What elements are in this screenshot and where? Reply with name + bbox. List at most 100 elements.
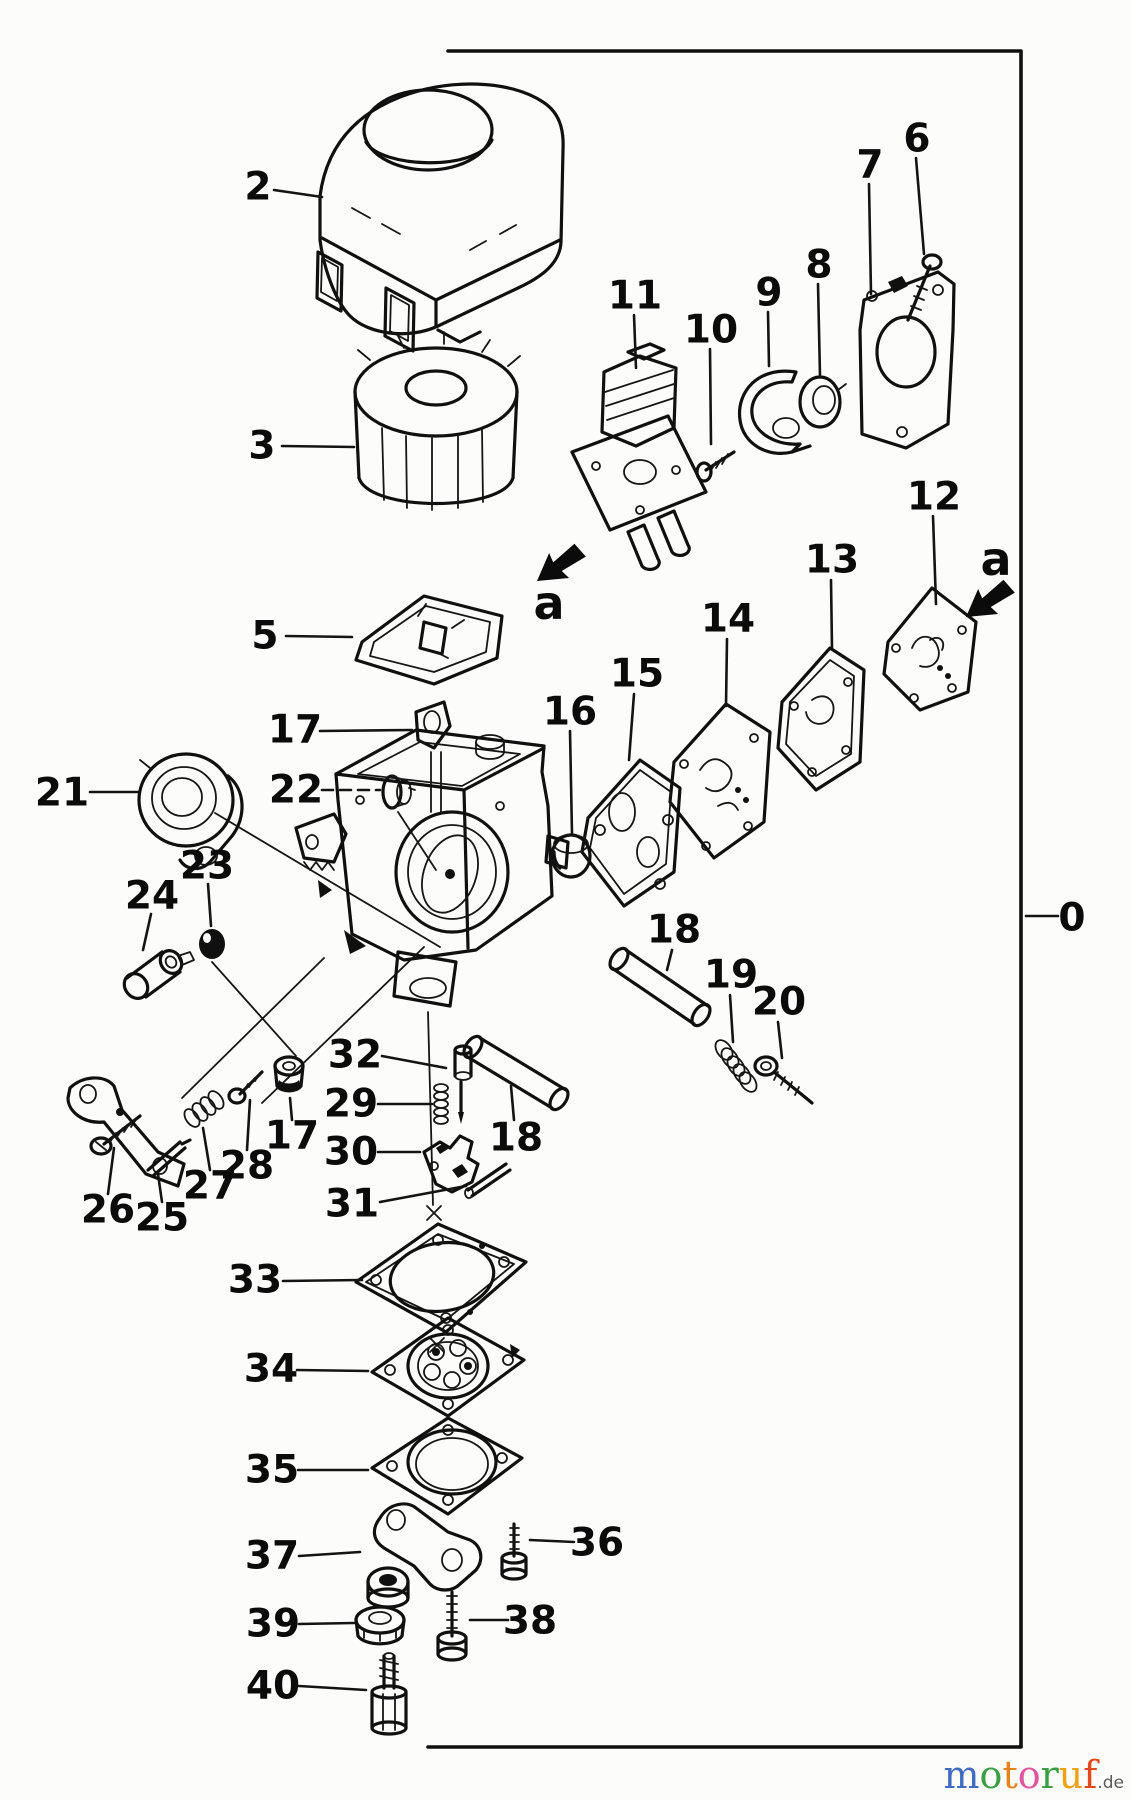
- part-24-inlet-fitting: [122, 949, 195, 1000]
- callout-21: 21: [35, 771, 89, 816]
- part-40-pivot-bolt: [370, 1652, 408, 1736]
- part-23-ball-plug: [199, 929, 225, 959]
- part-9-bracket-clip: [737, 369, 812, 455]
- leader-16: [568, 729, 574, 836]
- callout-5: 5: [251, 614, 278, 659]
- part-8-pump-cup: [798, 375, 847, 429]
- callout-37: 37: [245, 1534, 299, 1579]
- callout-39: 39: [246, 1602, 300, 1647]
- callout-38: 38: [503, 1599, 557, 1644]
- callout-18b: 18: [489, 1116, 543, 1161]
- leader-11: [632, 313, 638, 370]
- callout-14: 14: [701, 597, 755, 642]
- leader-32: [380, 1054, 448, 1070]
- callout-35: 35: [245, 1448, 299, 1493]
- leader-40: [297, 1684, 368, 1692]
- watermark-letter: o: [1017, 1753, 1041, 1797]
- part-20-idle-screw: [753, 1055, 814, 1105]
- watermark-letter: u: [1058, 1753, 1084, 1797]
- leader-12: [931, 514, 938, 606]
- part-12-diaphragm: [882, 586, 978, 712]
- watermark-letter: m: [943, 1753, 980, 1797]
- leader-27: [201, 1126, 212, 1172]
- leader-17b: [288, 1096, 294, 1122]
- part-21-intake-flange: [137, 752, 244, 871]
- leader-36: [528, 1538, 576, 1544]
- callout-28: 28: [220, 1144, 274, 1189]
- callout-25: 25: [135, 1196, 189, 1241]
- part-18-fuel-pipe-left: [462, 1034, 570, 1112]
- callout-29: 29: [324, 1082, 378, 1127]
- watermark-letter: t: [1002, 1753, 1018, 1797]
- part-36-screw: [500, 1522, 528, 1581]
- callout-8: 8: [805, 243, 832, 288]
- leader-18b: [509, 1084, 516, 1122]
- leader-25: [156, 1172, 164, 1204]
- leader-14: [724, 637, 729, 708]
- part-11-fuel-pump-body: [570, 342, 708, 572]
- callout-10: 10: [684, 308, 738, 353]
- callout-2: 2: [244, 165, 271, 210]
- leader-8: [816, 282, 822, 378]
- watermark-letter: r: [1040, 1753, 1059, 1797]
- callout-13: 13: [805, 538, 859, 583]
- part-13-pump-plate: [776, 646, 866, 792]
- callout-40: 40: [246, 1664, 300, 1709]
- callout-15: 15: [610, 652, 664, 697]
- leader-39: [297, 1621, 356, 1626]
- callout-31: 31: [325, 1182, 379, 1227]
- leader-15: [627, 692, 636, 762]
- part-31-lever-pin: [464, 1162, 512, 1199]
- callout-30: 30: [324, 1130, 378, 1175]
- callout-34: 34: [244, 1347, 298, 1392]
- callout-36: 36: [570, 1521, 624, 1566]
- direction-arrow-a2: [966, 579, 1015, 617]
- leader-3: [280, 444, 356, 449]
- callout-23: 23: [180, 844, 234, 889]
- part-18-fuel-pipe-right: [608, 946, 712, 1028]
- part-39-nut: [354, 1605, 406, 1646]
- part-19-spring: [714, 1039, 758, 1093]
- callout-17a: 17: [268, 708, 322, 753]
- part-29-needle-spring: [433, 1080, 464, 1125]
- part-26-bolt: [89, 1114, 142, 1156]
- leader-37: [297, 1550, 362, 1558]
- part-28-screw: [227, 1070, 264, 1105]
- part-2-air-cleaner-cover: [315, 82, 565, 353]
- watermark-logo: motoruf.de: [944, 1756, 1125, 1794]
- part-33-pump-gasket: [354, 1222, 528, 1334]
- part-32-nozzle: [453, 1044, 473, 1081]
- leader-13: [829, 578, 834, 650]
- part-3-filter-element: [353, 331, 521, 511]
- callout-32: 32: [328, 1033, 382, 1078]
- callout-16: 16: [543, 690, 597, 735]
- watermark-suffix: .de: [1097, 1773, 1124, 1793]
- part-7-metering-plate: [858, 270, 956, 450]
- part-5-plate-gasket: [354, 594, 504, 686]
- part-14-metering-diaphragm: [668, 702, 772, 860]
- carburetor-body: [294, 728, 570, 1008]
- part-27-spring: [183, 1090, 225, 1128]
- leader-18a: [665, 948, 674, 972]
- leader-9: [766, 310, 771, 368]
- direction-label-a1: a: [533, 576, 564, 630]
- direction-label-a2: a: [980, 532, 1011, 586]
- callout-26: 26: [81, 1188, 135, 1233]
- leader-20: [776, 1020, 784, 1060]
- callout-0: 0: [1058, 896, 1085, 941]
- leader-19: [728, 993, 735, 1044]
- border-frame: [426, 49, 1023, 1749]
- part-17-clamp: [414, 700, 452, 813]
- part-35-pump-cover: [370, 1416, 524, 1516]
- callout-27: 27: [183, 1164, 237, 1209]
- callout-20: 20: [752, 980, 806, 1025]
- callout-19: 19: [704, 953, 758, 998]
- leader-2: [272, 188, 324, 199]
- leader-23: [206, 882, 213, 928]
- leader-31: [378, 1184, 468, 1204]
- part-15-metering-gasket: [580, 758, 682, 908]
- callout-11: 11: [608, 274, 662, 319]
- watermark-letter: f: [1083, 1753, 1098, 1797]
